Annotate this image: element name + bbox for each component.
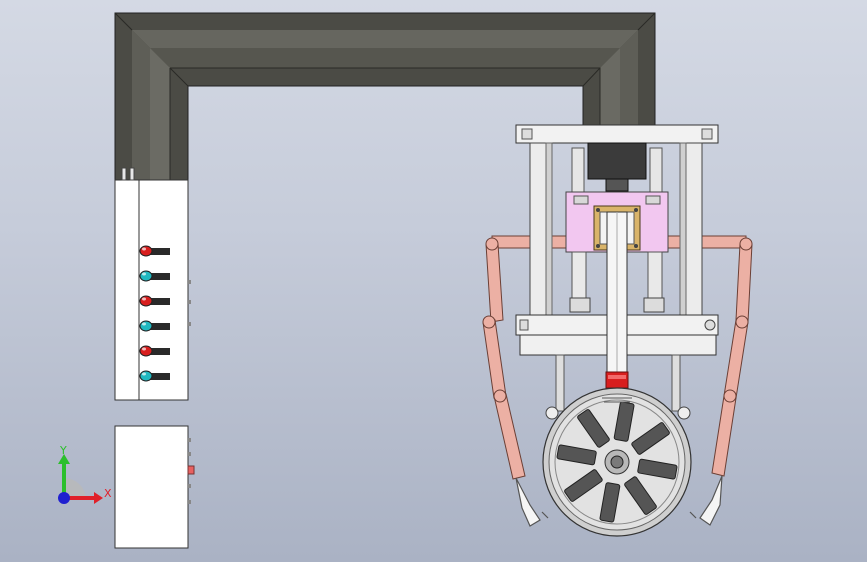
disc-blade	[599, 482, 621, 523]
disc-blade	[624, 476, 657, 515]
disc-blade	[637, 458, 678, 480]
end-effectors	[515, 475, 723, 527]
control-box-lower	[114, 425, 195, 549]
disc-blade	[613, 401, 635, 442]
disc-blade	[577, 409, 610, 448]
disc-blade	[564, 469, 603, 502]
disc-blade	[556, 444, 597, 466]
indicator-lights	[139, 245, 170, 382]
indicator-light-red	[139, 345, 170, 357]
indicator-light-cyan	[139, 320, 170, 332]
y-axis-label: Y	[59, 444, 67, 457]
cutting-disc	[542, 387, 692, 537]
main-frame	[515, 124, 719, 420]
control-box-upper	[114, 167, 191, 401]
indicator-light-cyan	[139, 370, 170, 382]
indicator-light-red	[139, 245, 170, 257]
coordinate-triad: Y X	[58, 444, 112, 504]
x-axis-label: X	[104, 487, 112, 500]
indicator-light-red	[139, 295, 170, 307]
indicator-light-cyan	[139, 270, 170, 282]
disc-blade	[631, 422, 670, 455]
cable-duct	[114, 12, 656, 181]
